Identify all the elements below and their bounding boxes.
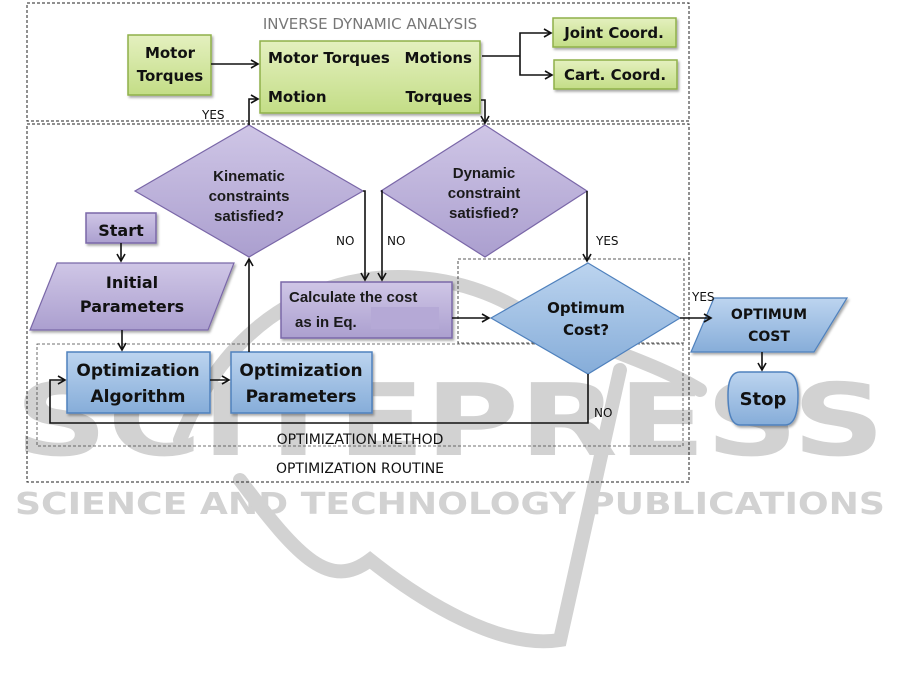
edge-to-cart-coord	[519, 56, 554, 80]
edge-torques-to-dynamic	[480, 99, 490, 125]
initial-parameters-node: Initial Parameters	[29, 262, 235, 331]
cart-coord-node: Cart. Coord.	[553, 59, 678, 90]
optimum-cost-out-line2: COST	[748, 329, 790, 345]
stop-label: Stop	[740, 389, 787, 410]
edge-optimum-no-loop	[49, 374, 589, 424]
motor-torques-input-node: Motor Torques	[127, 34, 212, 96]
dynamic-decision-node: Dynamic constraint satisfied?	[379, 124, 589, 258]
inverse-dynamic-box: Motor Torques Motions Motion Torques	[259, 40, 481, 114]
optimum-cost-output-node: OPTIMUM COST	[690, 297, 849, 353]
watermark-swoosh	[173, 270, 707, 447]
joint-coord-label: Joint Coord.	[563, 24, 664, 42]
edge-to-joint-coord	[519, 28, 553, 56]
watermark-swoosh-lower	[233, 363, 627, 649]
dynamic-line3: satisfied?	[449, 205, 519, 222]
motor-torques-line2: Torques	[137, 67, 204, 85]
motor-torques-line1: Motor	[145, 44, 196, 62]
dynamic-line2: constraint	[448, 185, 521, 202]
initial-params-line2: Parameters	[80, 297, 184, 316]
optimum-cost-decision-node: Optimum Cost?	[489, 262, 682, 375]
calc-cost-line1: Calculate the cost	[289, 289, 417, 306]
edge-label-dynamic-yes: YES	[595, 234, 619, 248]
ida-output-torques: Torques	[406, 88, 473, 106]
edge-label-dynamic-no: NO	[387, 234, 405, 248]
optimum-cost-out-line1: OPTIMUM	[731, 307, 807, 323]
region-optimization-method	[36, 343, 684, 447]
opt-algorithm-line1: Optimization	[76, 361, 199, 381]
kinematic-line3: satisfied?	[214, 208, 284, 225]
region-title-inverse-dynamic: INVERSE DYNAMIC ANALYSIS	[263, 15, 477, 33]
optimization-parameters-node: Optimization Parameters	[230, 351, 373, 414]
joint-coord-node: Joint Coord.	[552, 17, 677, 48]
cart-coord-label: Cart. Coord.	[564, 66, 666, 84]
ida-input-motor-torques: Motor Torques	[268, 49, 390, 67]
edge-label-optimum-no: NO	[594, 406, 612, 420]
kinematic-decision-node: Kinematic constraints satisfied?	[133, 124, 365, 258]
start-label: Start	[98, 221, 144, 240]
optimization-algorithm-node: Optimization Algorithm	[66, 351, 211, 414]
kinematic-line1: Kinematic	[213, 168, 285, 185]
region-label-optimization-routine: OPTIMIZATION ROUTINE	[276, 461, 444, 477]
opt-algorithm-line2: Algorithm	[91, 387, 186, 407]
edge-kinematic-no	[360, 190, 370, 282]
opt-parameters-line1: Optimization	[239, 361, 362, 381]
edge-kinematic-yes-to-ida	[248, 94, 260, 125]
initial-params-line1: Initial	[106, 273, 158, 292]
equation-placeholder	[371, 307, 439, 329]
ida-output-motions: Motions	[405, 49, 473, 67]
start-node: Start	[85, 212, 157, 244]
region-optimization-routine	[26, 123, 690, 483]
kinematic-line2: constraints	[209, 188, 290, 205]
optimum-cost-q-line1: Optimum	[547, 299, 625, 317]
region-inverse-dynamic	[26, 2, 690, 122]
edge-label-kinematic-no: NO	[336, 234, 354, 248]
watermark-sub-text: SCIENCE AND TECHNOLOGY PUBLICATIONS	[15, 487, 885, 522]
calc-cost-line2: as in Eq.	[295, 314, 357, 331]
dynamic-line1: Dynamic	[453, 165, 516, 182]
edge-label-optimum-yes: YES	[691, 290, 715, 304]
region-label-optimization-method: OPTIMIZATION METHOD	[277, 432, 444, 448]
edge-label-kinematic-yes: YES	[201, 108, 225, 122]
connectors	[49, 28, 767, 424]
stop-node: Stop	[727, 371, 799, 426]
edge-dynamic-no	[377, 190, 387, 282]
ida-input-motion: Motion	[268, 88, 327, 106]
opt-parameters-line2: Parameters	[246, 387, 357, 407]
optimum-cost-q-line2: Cost?	[563, 321, 609, 339]
calculate-cost-node: Calculate the cost as in Eq.	[280, 281, 453, 339]
